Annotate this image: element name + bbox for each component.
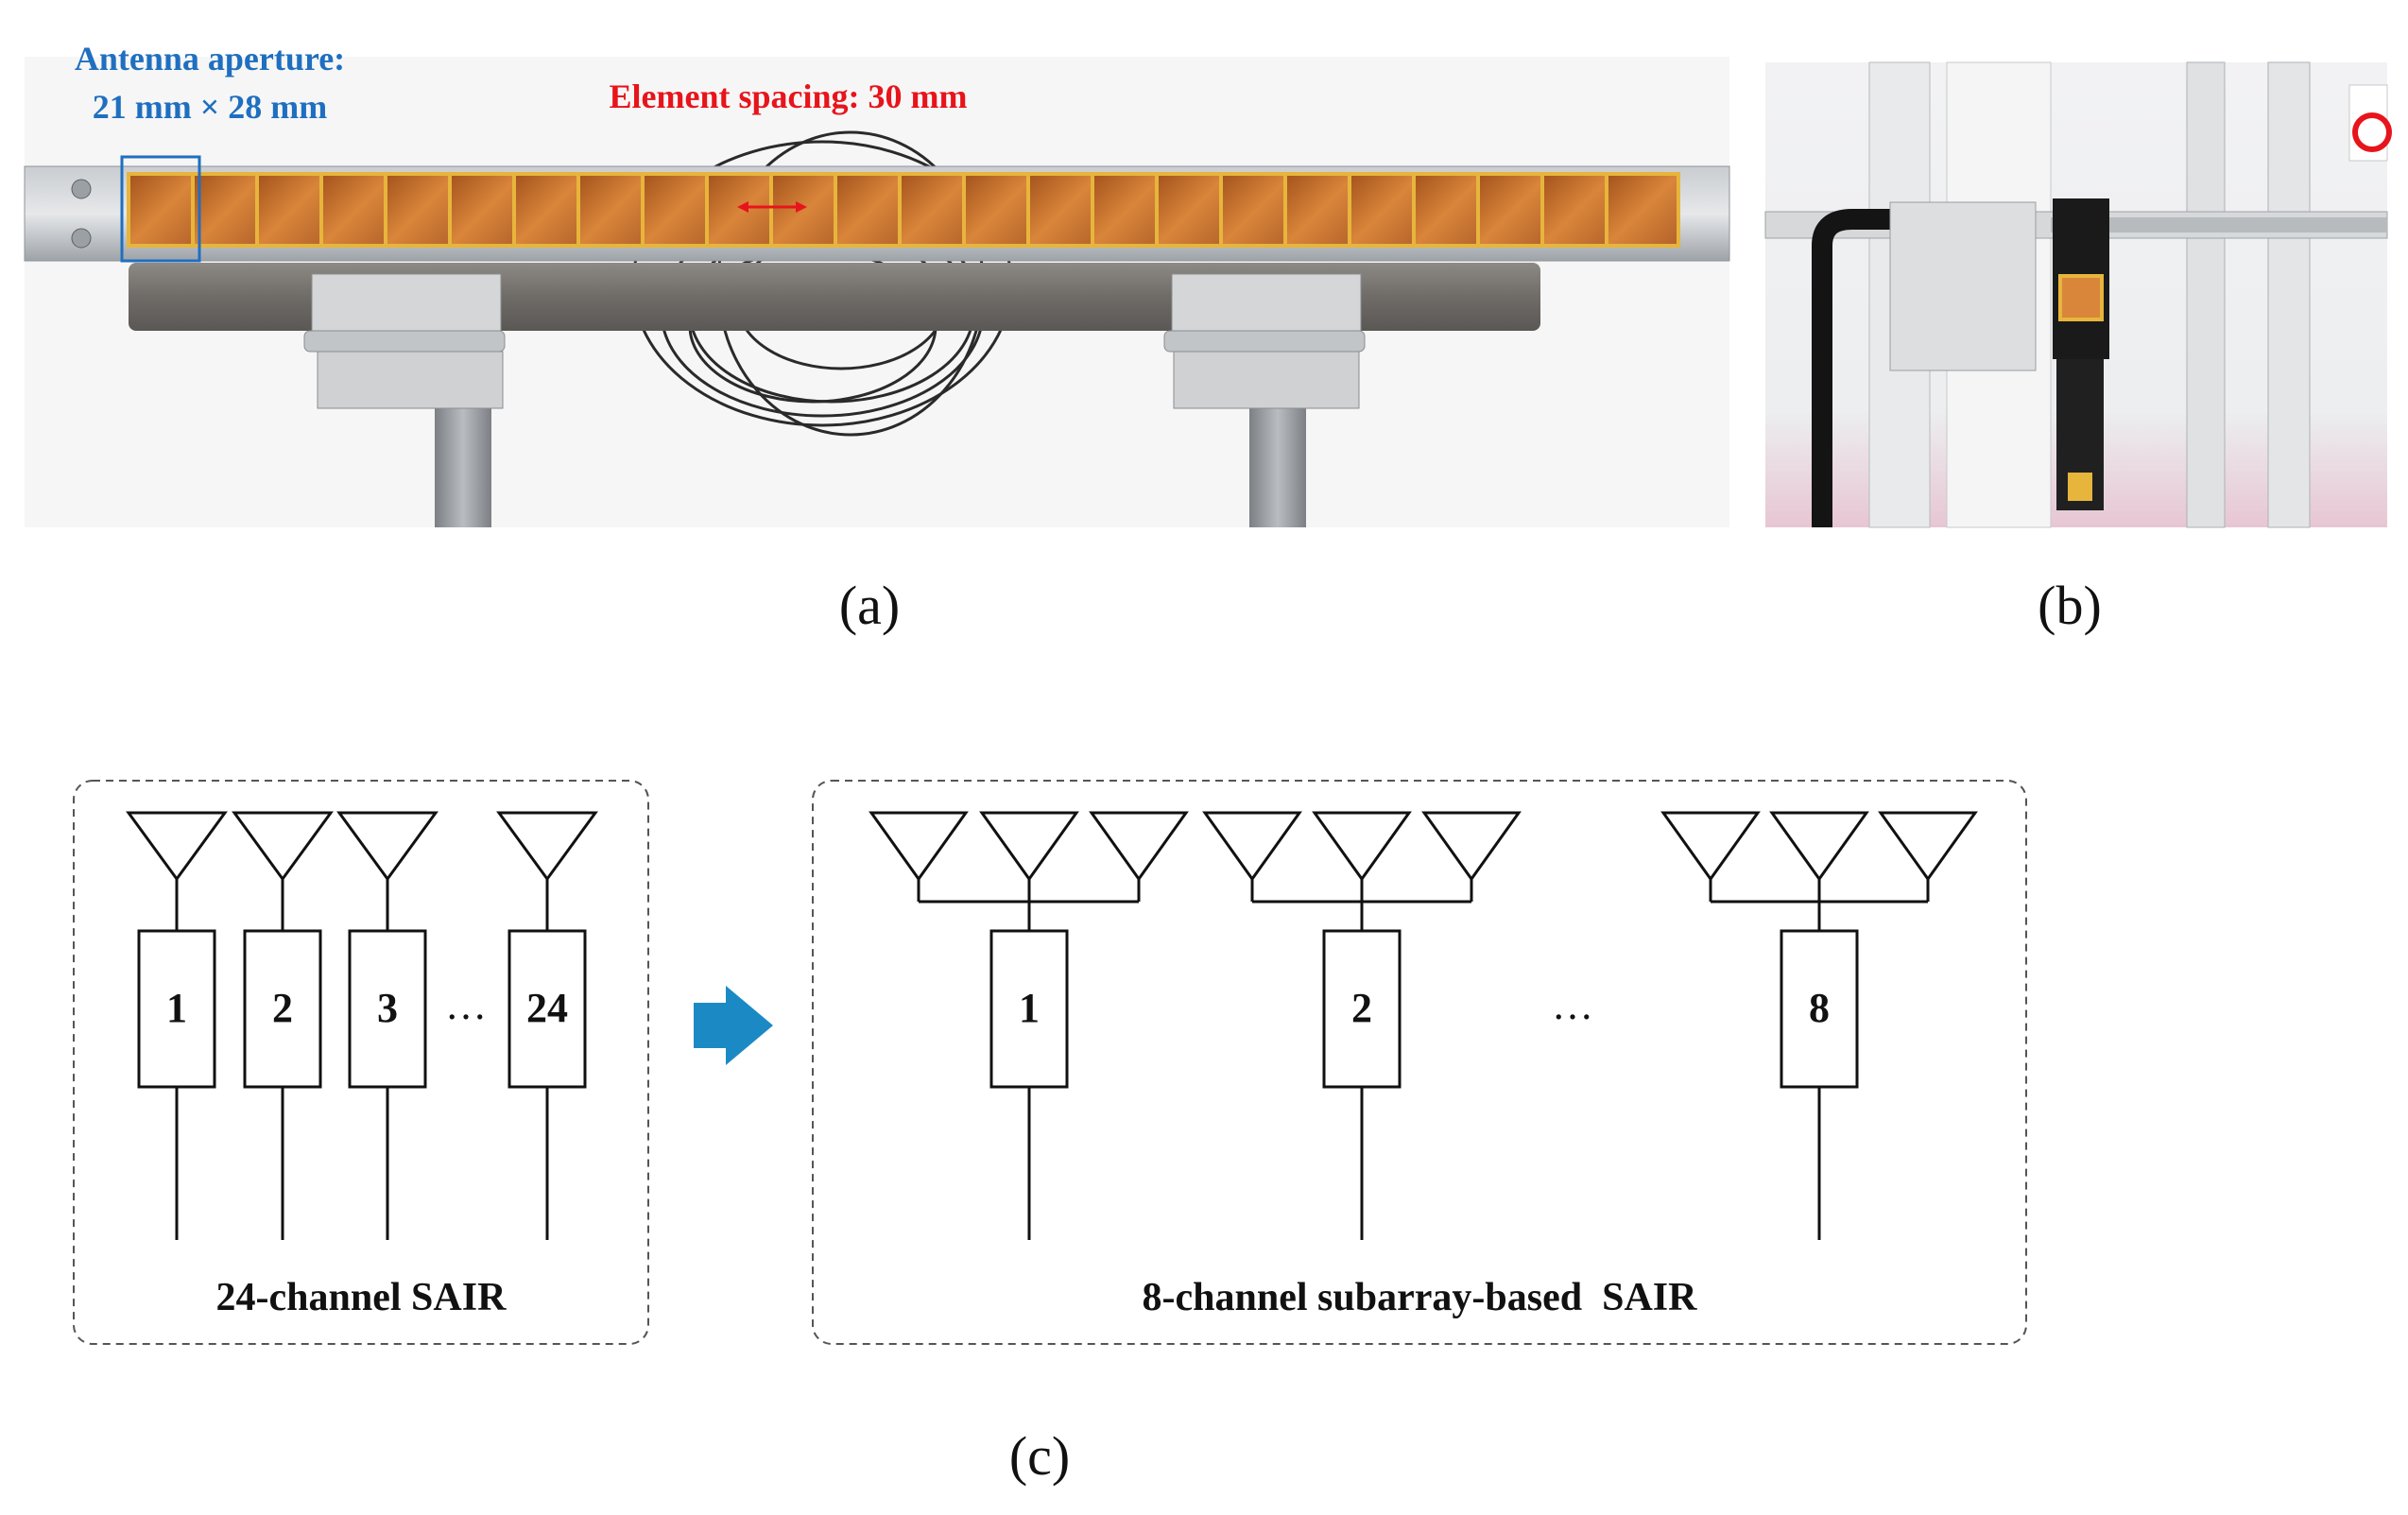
mounting-plate: [1889, 201, 2037, 371]
diagram-box-8ch-subarray: [812, 780, 2027, 1345]
hinge-left: [303, 273, 506, 409]
cable-chain: [1812, 209, 1890, 527]
channel-number: 8: [1809, 985, 1830, 1031]
panel-a-caption: (a): [839, 575, 900, 636]
receiver-box: [243, 929, 322, 1089]
antenna-icon: [1769, 811, 1869, 882]
antenna-icon: [126, 811, 228, 882]
transition-arrow-icon: [694, 986, 773, 1065]
receiver-box: [1322, 929, 1402, 1089]
aperture-label-line1: Antenna aperture:: [75, 40, 345, 77]
channel-number: 24: [526, 985, 568, 1031]
receiver-box: [989, 929, 1069, 1089]
subarray-8: [1660, 811, 1978, 1240]
antenna-icon: [496, 811, 598, 882]
diagram-title-24ch: 24-channel SAIR: [216, 1276, 507, 1319]
antenna-icon: [1660, 811, 1761, 882]
hinge-right: [1163, 273, 1366, 409]
antenna-icon: [1878, 811, 1978, 882]
antenna-icon: [1421, 811, 1522, 882]
diagram-box-24ch: [73, 780, 649, 1345]
channel-number: 3: [377, 985, 398, 1031]
spacing-arrow: [737, 201, 807, 213]
antenna-icon: [1312, 811, 1412, 882]
antenna-icon: [979, 811, 1079, 882]
spacing-label: Element spacing: 30 mm: [610, 77, 968, 115]
antenna-channel-2: [232, 811, 334, 1240]
receiver-box: [348, 929, 427, 1089]
antenna-icon: [232, 811, 334, 882]
antenna-icon: [1089, 811, 1189, 882]
receiver-box: [137, 929, 216, 1089]
antenna-icon: [869, 811, 969, 882]
diagram-title-8ch-subarray: 8-channel subarray-based SAIR: [1143, 1276, 1698, 1319]
ellipsis: …: [1552, 982, 1593, 1028]
panel-b-caption: (b): [2038, 575, 2102, 636]
horn-array: [127, 172, 1680, 248]
receiver-box: [1780, 929, 1859, 1089]
aperture-highlight-box: [120, 155, 201, 263]
antenna-channel-1: [126, 811, 228, 1240]
channel-number: 1: [1019, 985, 1040, 1031]
probe-horn: [2058, 274, 2104, 321]
channel-number: 2: [272, 985, 293, 1031]
subarray-1: [869, 811, 1189, 1240]
antenna-channel-24: [496, 811, 598, 1240]
aperture-label-line2: 21 mm × 28 mm: [93, 88, 327, 126]
subarray-2: [1202, 811, 1522, 1240]
antenna-channel-3: [336, 811, 439, 1240]
array-photo: [24, 57, 1730, 527]
receiver-box: [507, 929, 587, 1089]
scanner-photo: [1764, 61, 2392, 528]
panel-c-caption: (c): [1009, 1425, 1070, 1487]
antenna-icon: [336, 811, 439, 882]
channel-number: 2: [1351, 985, 1372, 1031]
channel-number: 1: [166, 985, 187, 1031]
antenna-icon: [1202, 811, 1302, 882]
ellipsis: …: [445, 982, 487, 1028]
